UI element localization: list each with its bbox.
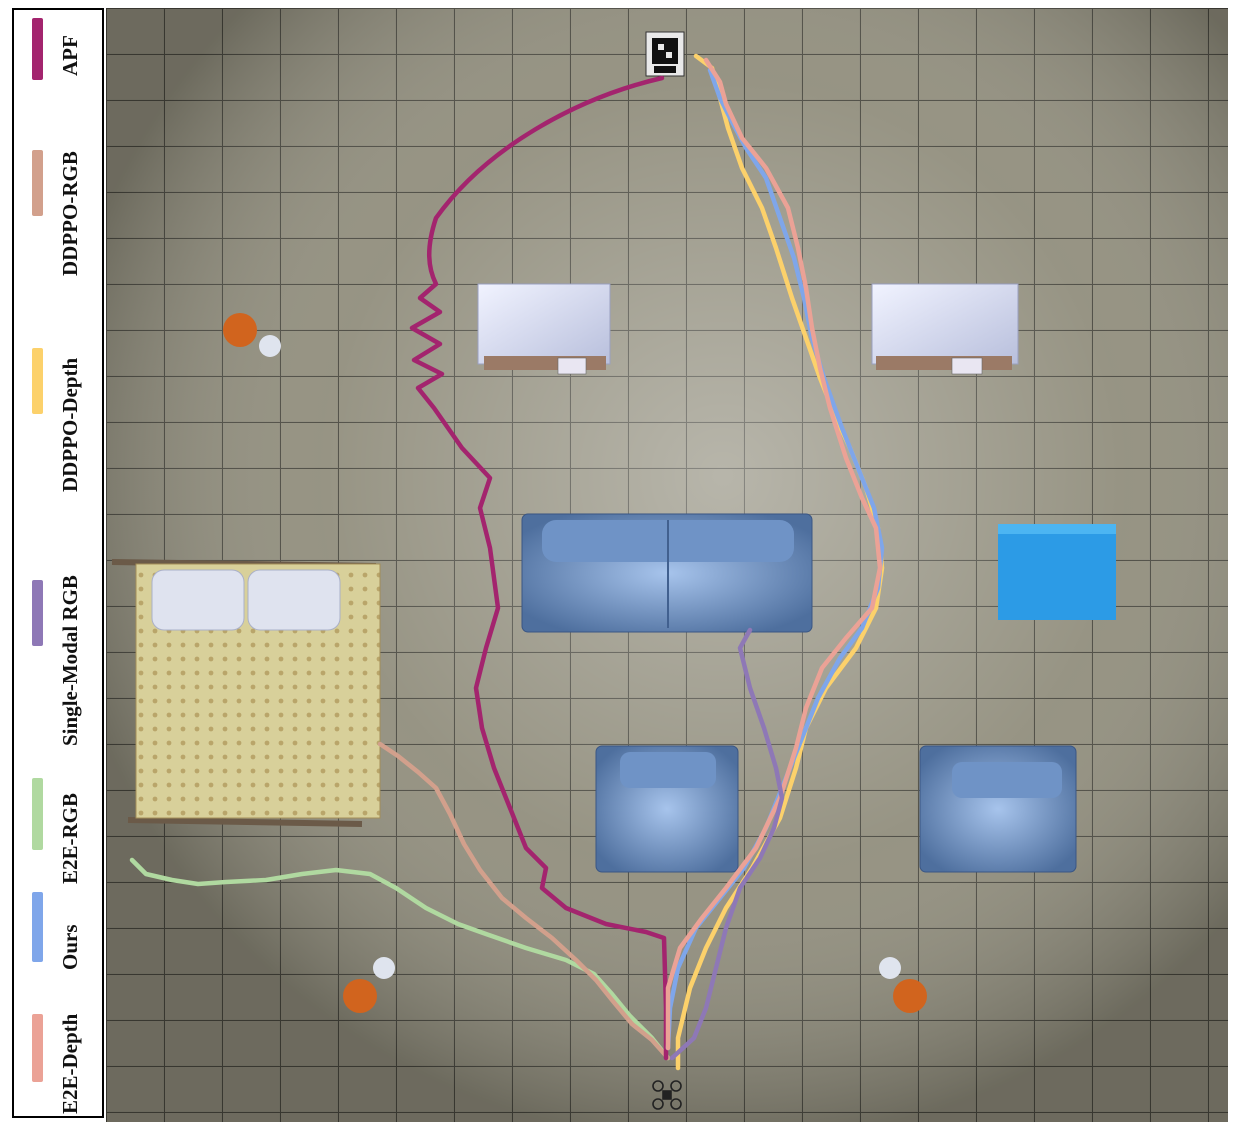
legend-swatch-ddppo-depth: [32, 348, 43, 414]
trajectory-apf: [409, 75, 669, 1061]
legend-label-ours: Ours: [58, 924, 82, 970]
legend-swatch-e2e-depth: [32, 1014, 43, 1082]
lamp-bottom-right: [879, 957, 927, 1013]
legend-swatch-apf: [32, 18, 43, 80]
cabinet-left: [477, 283, 611, 375]
trajectory-single-modal-rgb: [669, 627, 785, 1061]
legend-label-ddppo-depth: DDPPO-Depth: [58, 357, 82, 492]
lamp-top-left: [223, 313, 281, 357]
trajectory-e2e-rgb: [129, 857, 671, 1061]
lamp-bottom-left: [343, 957, 395, 1013]
legend-item-single-modal-rgb: Single-Modal RGB: [14, 500, 102, 750]
armchair-left: [595, 745, 739, 873]
legend-item-e2e-rgb: E2E-RGB: [14, 754, 102, 886]
trajectories: [129, 53, 885, 1071]
cabinet-right: [871, 283, 1019, 375]
trajectory-ddppo-rgb: [377, 741, 671, 1061]
bed: [111, 559, 381, 827]
sofa: [521, 513, 813, 633]
top-down-scene: [106, 8, 1228, 1122]
legend-item-ddppo-depth: DDPPO-Depth: [14, 292, 102, 502]
armchair-right: [919, 745, 1077, 873]
legend-item-e2e-depth: E2E-Depth: [14, 974, 102, 1116]
goal-marker-icon: [645, 31, 685, 77]
blue-cube: [998, 524, 1116, 620]
legend-swatch-single-modal-rgb: [32, 580, 43, 646]
legend-panel: APF DDPPO-RGB DDPPO-Depth Single-Modal R…: [12, 8, 104, 1118]
legend-item-ours: Ours: [14, 890, 102, 972]
legend-label-single-modal-rgb: Single-Modal RGB: [58, 575, 82, 746]
legend-swatch-ours: [32, 892, 43, 962]
legend-label-ddppo-rgb: DDPPO-RGB: [58, 151, 82, 276]
legend-swatch-ddppo-rgb: [32, 150, 43, 216]
trajectory-e2e-depth: [665, 57, 883, 1051]
drone-icon: [652, 1080, 682, 1110]
legend-label-apf: APF: [58, 35, 82, 76]
legend-label-e2e-rgb: E2E-RGB: [58, 792, 82, 884]
legend-swatch-e2e-rgb: [32, 778, 43, 850]
legend-item-apf: APF: [14, 14, 102, 96]
legend-item-ddppo-rgb: DDPPO-RGB: [14, 98, 102, 288]
legend-label-e2e-depth: E2E-Depth: [58, 1013, 82, 1114]
